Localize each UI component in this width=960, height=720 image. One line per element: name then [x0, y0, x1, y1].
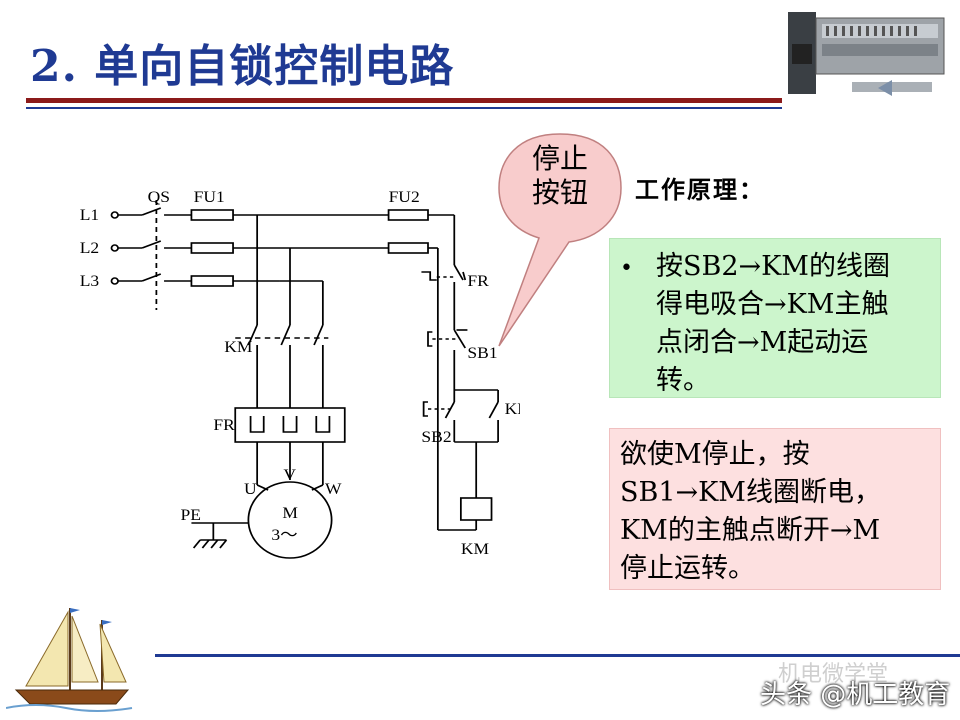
green-line: 转。	[656, 365, 710, 396]
principle-heading: 工作原理：	[635, 176, 765, 204]
stop-explanation-box	[609, 428, 941, 590]
label-motor-phase: 3～	[271, 526, 298, 544]
label-qs: QS	[148, 188, 170, 206]
page-title: 2. 单向自锁控制电路	[30, 41, 455, 92]
stop-explanation-text: 欲使M停止，按 SB1→KM线圈断电， KM的主触点断开→M 停止运转。	[620, 436, 936, 588]
callout-text: 停止 按钮	[520, 142, 600, 210]
stop-button-callout	[498, 133, 622, 347]
watermark-bottom: 头条 @机工教育	[760, 680, 951, 710]
watermark-top: 机电微学堂	[778, 662, 889, 687]
plc-device-image	[788, 12, 945, 96]
callout-line1: 停止	[531, 142, 588, 175]
green-line: 按SB2→KM的线圈	[656, 251, 890, 282]
footer-rule	[155, 654, 960, 657]
label-pe: PE	[180, 506, 200, 524]
label-l2: L2	[80, 239, 99, 257]
start-explanation-box	[609, 238, 941, 398]
label-fu1: FU1	[194, 188, 225, 206]
label-km-coil: KM	[461, 540, 489, 558]
callout-line2: 按钮	[531, 176, 588, 209]
pink-line: SB1→KM线圈断电，	[620, 477, 881, 508]
circuit-diagram: L1 L2 L3 QS FU1 FU2 FR SB1 KM KM SB2 FR …	[80, 188, 520, 559]
title-rule-blue	[26, 107, 782, 109]
label-sb1: SB1	[467, 344, 497, 362]
start-explanation-text: 按SB2→KM的线圈 得电吸合→KM主触 点闭合→M起动运 转。	[656, 248, 936, 400]
label-w: W	[325, 480, 342, 498]
title-rule-red	[26, 98, 782, 103]
label-fu2: FU2	[389, 188, 420, 206]
green-line: 得电吸合→KM主触	[656, 289, 889, 320]
pink-line: KM的主触点断开→M	[620, 515, 881, 546]
label-v: V	[283, 466, 296, 484]
sailboat-image	[6, 608, 133, 712]
label-motor-m: M	[282, 504, 298, 522]
pink-line: 欲使M停止，按	[620, 439, 810, 470]
pink-line: 停止运转。	[620, 553, 755, 584]
label-l1: L1	[80, 206, 99, 224]
label-fr-contact: FR	[467, 272, 489, 290]
label-km-main: KM	[224, 338, 252, 356]
label-sb2: SB2	[421, 428, 451, 446]
label-u: U	[244, 480, 257, 498]
label-fr-heater: FR	[213, 416, 235, 434]
bullet-icon: •	[620, 256, 633, 281]
label-km-aux: KM	[505, 400, 520, 418]
label-l3: L3	[80, 272, 99, 290]
green-line: 点闭合→M起动运	[656, 327, 869, 358]
